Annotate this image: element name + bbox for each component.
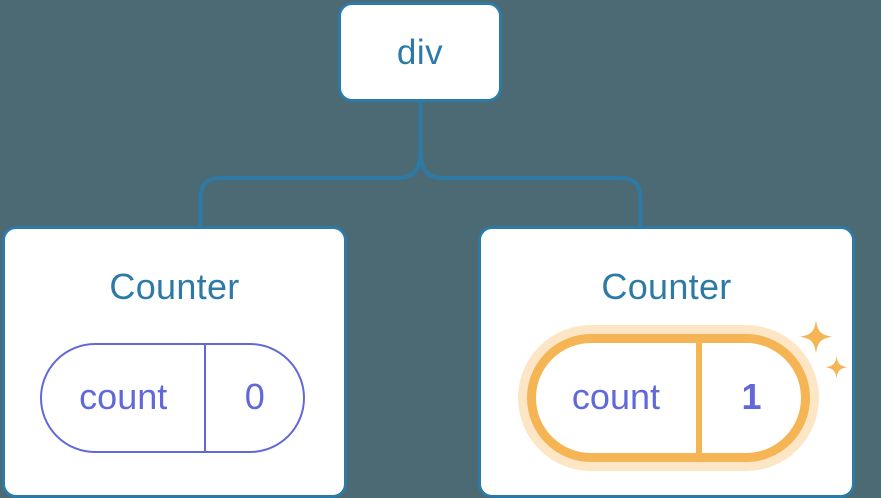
state-pill-left[interactable]: count 0 [40, 343, 305, 453]
connector-branch-left [198, 149, 423, 228]
state-pill-left-wrapper: count 0 [40, 343, 305, 453]
node-div[interactable]: div [338, 2, 502, 102]
connector-branch-right [418, 149, 643, 228]
node-div-label: div [396, 32, 444, 72]
state-pill-right-wrapper: count 1 [518, 330, 818, 466]
state-pill-left-key: count [42, 345, 207, 451]
state-pill-right-value: 1 [741, 375, 762, 417]
state-pill-left-value: 0 [244, 375, 265, 417]
state-pill-right[interactable]: count 1 [526, 334, 810, 462]
node-counter-right-label: Counter [601, 266, 732, 307]
node-counter-left-label: Counter [109, 266, 240, 307]
state-pill-right-key: count [536, 343, 703, 453]
